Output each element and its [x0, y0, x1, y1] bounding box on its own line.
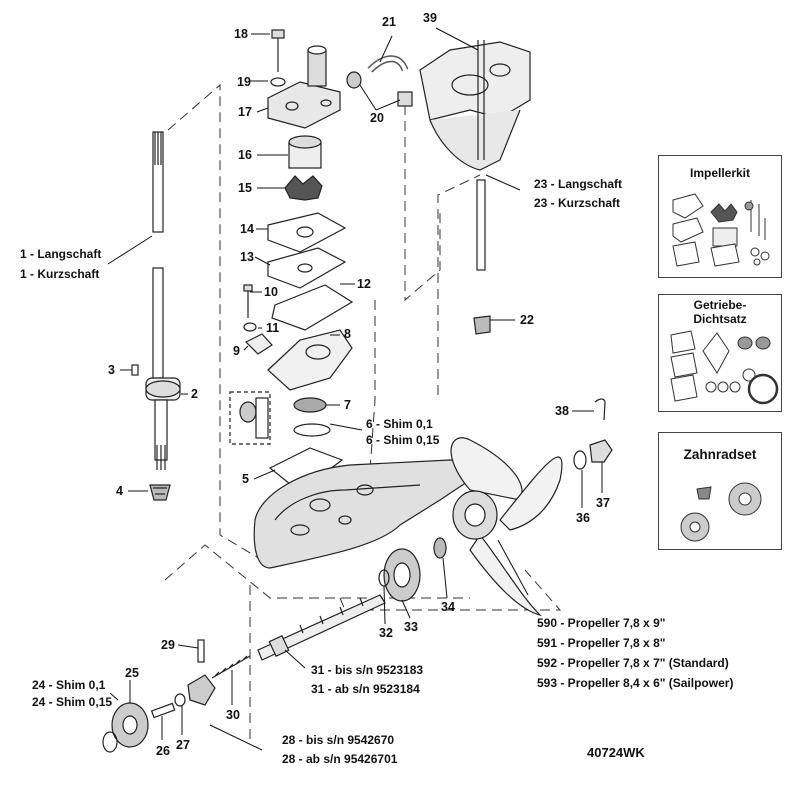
part-label: 4	[116, 484, 123, 498]
part-label: 14	[240, 222, 254, 236]
label-prop591: 591 - Propeller 7,8 x 8"	[537, 636, 666, 650]
return-spring	[211, 655, 251, 679]
part-label: 13	[240, 250, 254, 264]
part-label: 22	[520, 313, 534, 327]
part-label: 25	[125, 666, 139, 680]
part-label: 30	[226, 708, 240, 722]
label-shim6b: 6 - Shim 0,15	[366, 433, 440, 447]
reverse-gear	[111, 702, 149, 748]
gearbox-seal-kit-parts	[670, 330, 779, 405]
part-label: 27	[176, 738, 190, 752]
label-part31a: 31 - bis s/n 9523183	[311, 663, 424, 677]
label-prop592: 592 - Propeller 7,8 x 7" (Standard)	[537, 656, 729, 670]
water-pump-assembly	[243, 29, 354, 493]
part-label: 37	[596, 496, 610, 510]
part-label: 39	[423, 11, 437, 25]
bracket-part28	[209, 724, 263, 751]
forward-gear	[383, 548, 421, 602]
part-label: 11	[266, 321, 280, 335]
part-label: 36	[576, 511, 590, 525]
shift-rod	[476, 40, 486, 271]
part-label: 17	[238, 105, 252, 119]
prop-shaft-bearing	[433, 537, 447, 559]
label-part28b: 28 - ab s/n 95426701	[282, 752, 398, 766]
part-label: 10	[264, 285, 278, 299]
part-label: 2	[191, 387, 198, 401]
label-prop593: 593 - Propeller 8,4 x 6" (Sailpower)	[537, 676, 734, 690]
label-prop590: 590 - Propeller 7,8 x 9"	[537, 616, 666, 630]
part-label: 18	[234, 27, 248, 41]
part-label: 15	[238, 181, 252, 195]
water-tube	[346, 55, 413, 107]
label-part1-long: 1 - Langschaft	[20, 247, 102, 261]
part-label: 32	[379, 626, 393, 640]
reference-code: 40724WK	[587, 745, 645, 760]
part-label: 26	[156, 744, 170, 758]
gear-housing	[253, 459, 473, 569]
part-label: 20	[370, 111, 384, 125]
label-shim24a: 24 - Shim 0,1	[32, 678, 106, 692]
driveshaft	[131, 131, 181, 470]
clutch-bushing	[174, 693, 186, 707]
bracket-part6	[329, 423, 363, 431]
label-part31b: 31 - ab s/n 9523184	[311, 682, 420, 696]
label-part1-short: 1 - Kurzschaft	[20, 267, 100, 281]
gear-set-box: Zahnradset	[658, 432, 782, 550]
part-label: 3	[108, 363, 115, 377]
pinion-gear	[149, 484, 171, 501]
label-shim24b: 24 - Shim 0,15	[32, 695, 113, 709]
gearbox-seal-kit-title: Getriebe- Dichtsatz	[693, 298, 747, 326]
cotter-pin	[594, 398, 606, 421]
part-label: 5	[242, 472, 249, 486]
gearbox-seal-kit-box: Getriebe- Dichtsatz	[658, 294, 782, 412]
clutch-dog	[187, 674, 216, 706]
label-part23-short: 23 - Kurzschaft	[534, 196, 621, 210]
part-label: 8	[344, 327, 351, 341]
impeller-kit-parts	[672, 193, 770, 267]
gear-set-parts	[680, 482, 762, 542]
bracket-part24	[109, 692, 119, 701]
part-label: 33	[404, 620, 418, 634]
part-label: 16	[238, 148, 252, 162]
bracket-part23	[485, 174, 521, 191]
shift-pin	[197, 639, 205, 663]
part-label: 9	[233, 344, 240, 358]
prop-nut	[589, 439, 613, 463]
part-label: 21	[382, 15, 396, 29]
part-label: 38	[555, 404, 569, 418]
impeller-kit-box: Impellerkit	[658, 155, 782, 278]
assembly-guide-lines	[164, 83, 562, 740]
label-part28a: 28 - bis s/n 9542670	[282, 733, 395, 747]
reverse-shim	[102, 731, 118, 753]
propeller-shaft	[257, 594, 386, 661]
impeller-kit-title: Impellerkit	[689, 166, 751, 180]
gear-set-title: Zahnradset	[683, 447, 757, 462]
bracket-propeller	[497, 539, 529, 596]
prop-washer	[573, 450, 587, 470]
upper-housing	[419, 41, 531, 171]
seal-detail-inset	[229, 391, 271, 445]
shift-bushing	[473, 315, 491, 335]
bracket-part1	[107, 235, 153, 265]
part-label: 12	[357, 277, 371, 291]
label-shim6a: 6 - Shim 0,1	[366, 417, 433, 431]
part-label: 7	[344, 398, 351, 412]
label-part23-long: 23 - Langschaft	[534, 177, 623, 191]
bracket-part31	[284, 649, 306, 669]
part-label: 19	[237, 75, 251, 89]
clutch-pin	[150, 702, 176, 719]
propeller	[450, 437, 563, 617]
part-label: 34	[441, 600, 455, 614]
part-label: 29	[161, 638, 175, 652]
